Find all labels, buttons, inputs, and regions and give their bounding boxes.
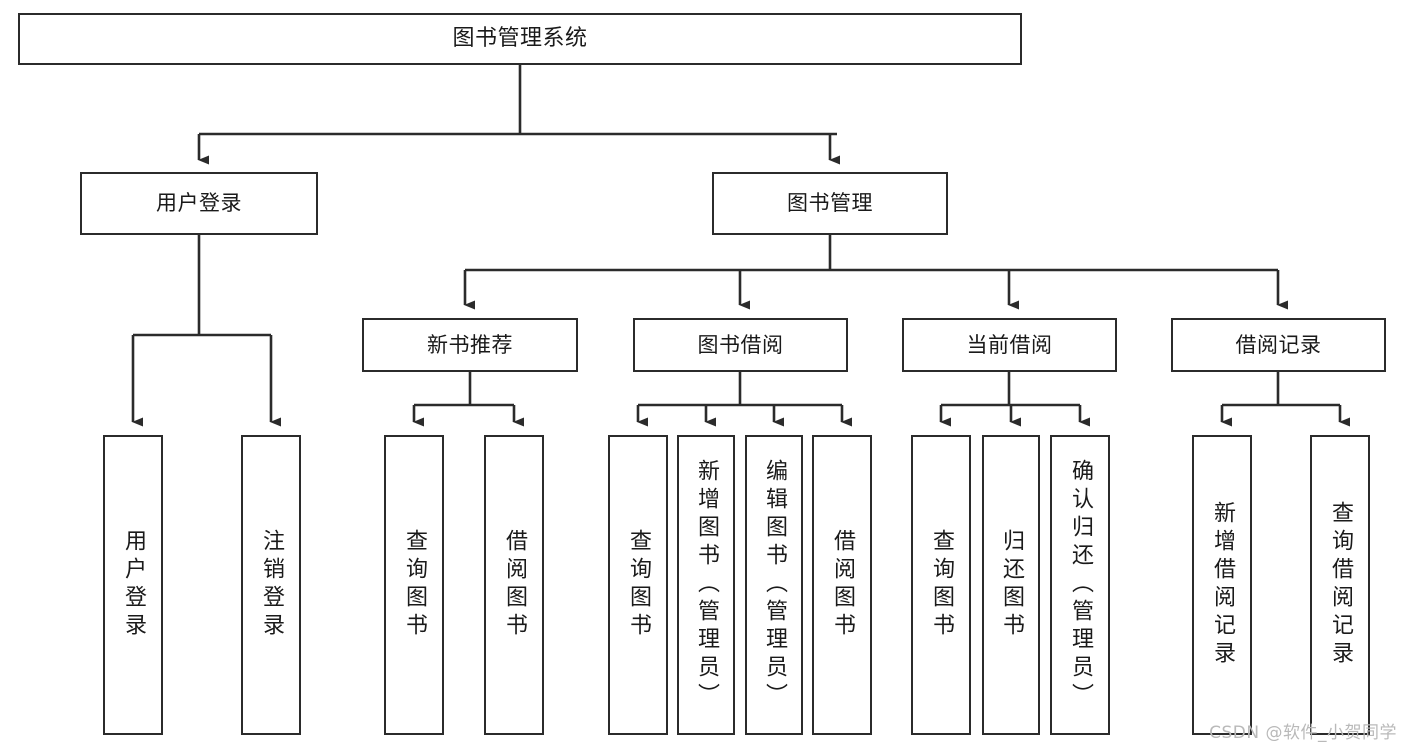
node-new-book-recommend[interactable]: 新书推荐 xyxy=(362,318,578,372)
leaf-add-book[interactable]: 新增图书（管理员） xyxy=(677,435,735,735)
leaf-edit-book[interactable]: 编辑图书（管理员） xyxy=(745,435,803,735)
leaf-query-book-3-label: 查询图书 xyxy=(929,529,954,641)
leaf-add-record-label: 新增借阅记录 xyxy=(1210,501,1235,669)
node-book-manage-label: 图书管理 xyxy=(787,191,873,216)
node-current-borrow-label: 当前借阅 xyxy=(966,332,1053,357)
leaf-add-record[interactable]: 新增借阅记录 xyxy=(1192,435,1252,735)
leaf-logout[interactable]: 注销登录 xyxy=(241,435,301,735)
leaf-borrow-book-1-label: 借阅图书 xyxy=(502,529,527,641)
node-user-login[interactable]: 用户登录 xyxy=(80,172,318,235)
node-borrow-record-label: 借阅记录 xyxy=(1235,332,1322,357)
leaf-query-book-1-label: 查询图书 xyxy=(402,529,427,641)
node-current-borrow[interactable]: 当前借阅 xyxy=(902,318,1117,372)
leaf-query-book-2-label: 查询图书 xyxy=(626,529,651,641)
node-root[interactable]: 图书管理系统 xyxy=(18,13,1022,65)
leaf-edit-book-label: 编辑图书（管理员） xyxy=(762,459,787,711)
node-new-book-recommend-label: 新书推荐 xyxy=(427,332,513,357)
leaf-query-record[interactable]: 查询借阅记录 xyxy=(1310,435,1370,735)
leaf-return-book[interactable]: 归还图书 xyxy=(982,435,1040,735)
leaf-borrow-book-2[interactable]: 借阅图书 xyxy=(812,435,872,735)
leaf-query-book-2[interactable]: 查询图书 xyxy=(608,435,668,735)
leaf-user-login-label: 用户登录 xyxy=(121,529,146,641)
leaf-add-book-label: 新增图书（管理员） xyxy=(694,459,719,711)
leaf-borrow-book-1[interactable]: 借阅图书 xyxy=(484,435,544,735)
node-borrow-record[interactable]: 借阅记录 xyxy=(1171,318,1386,372)
node-root-label: 图书管理系统 xyxy=(452,26,588,52)
leaf-user-login[interactable]: 用户登录 xyxy=(103,435,163,735)
leaf-borrow-book-2-label: 借阅图书 xyxy=(830,529,855,641)
watermark: CSDN @软件_小贺同学 xyxy=(1209,723,1397,743)
leaf-query-record-label: 查询借阅记录 xyxy=(1328,501,1353,669)
node-book-manage[interactable]: 图书管理 xyxy=(712,172,948,235)
node-user-login-label: 用户登录 xyxy=(156,191,242,216)
leaf-confirm-return[interactable]: 确认归还（管理员） xyxy=(1050,435,1110,735)
leaf-query-book-1[interactable]: 查询图书 xyxy=(384,435,444,735)
node-book-borrow-label: 图书借阅 xyxy=(697,332,784,357)
node-book-borrow[interactable]: 图书借阅 xyxy=(633,318,848,372)
leaf-confirm-return-label: 确认归还（管理员） xyxy=(1068,459,1093,711)
leaf-query-book-3[interactable]: 查询图书 xyxy=(911,435,971,735)
leaf-logout-label: 注销登录 xyxy=(259,529,284,641)
leaf-return-book-label: 归还图书 xyxy=(999,529,1024,641)
